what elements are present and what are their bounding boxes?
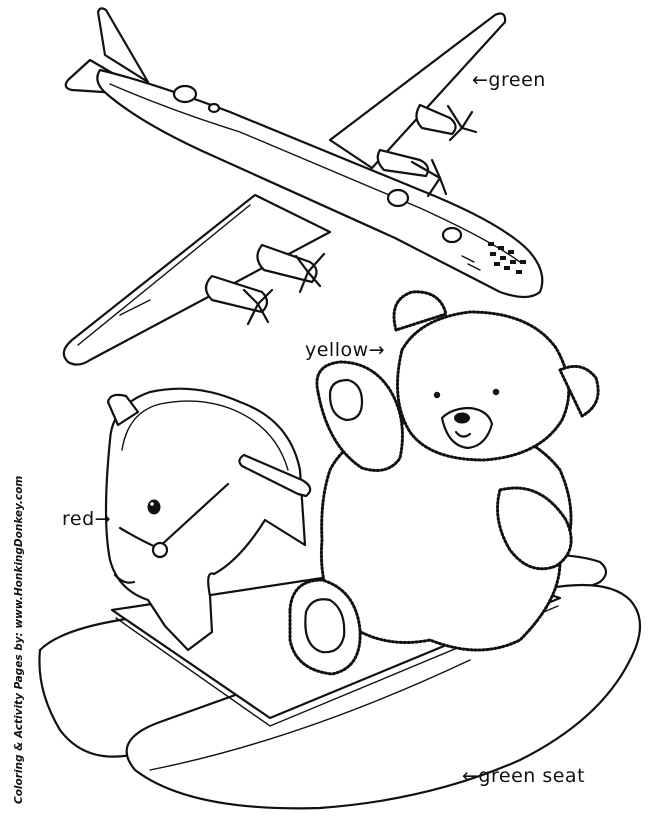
seat-color-label: ←green seat bbox=[462, 765, 585, 787]
cockpit-windows bbox=[488, 242, 526, 274]
airplane-color-label: ←green bbox=[472, 69, 546, 91]
horse-color-label: red→ bbox=[62, 508, 111, 530]
credit-text: Coloring & Activity Pages by: www.Honkin… bbox=[13, 476, 25, 804]
bear-color-label: yellow→ bbox=[305, 339, 385, 361]
airplane-drawing bbox=[62, 7, 544, 366]
teddy-bear-drawing bbox=[288, 290, 600, 676]
